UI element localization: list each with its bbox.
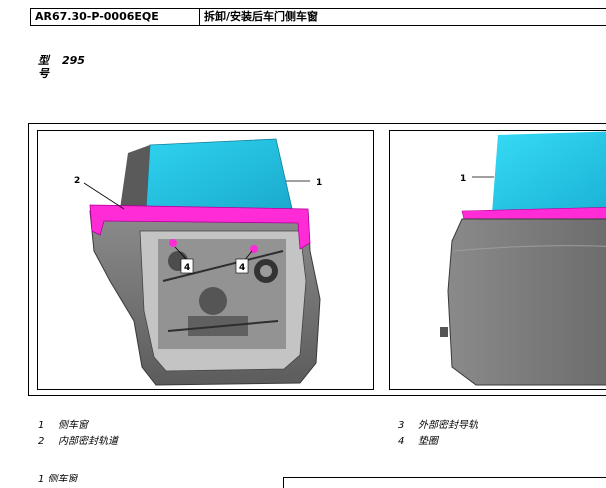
legend-number: 3 <box>398 420 405 431</box>
figure-panel-inner-door: 1 2 4 4 <box>37 130 374 390</box>
legend-number: 2 <box>38 436 45 447</box>
legend-text: 内部密封轨道 <box>58 436 118 447</box>
document-header: AR67.30-P-0006EQE 拆卸/安装后车门侧车窗 <box>30 8 606 26</box>
figure-panel-outer-door: 1 <box>389 130 606 390</box>
door-inner-illustration: 1 2 4 4 <box>74 138 322 386</box>
figure-frame: 1 2 4 4 <box>28 123 606 396</box>
legend-text: 侧车窗 <box>58 420 88 431</box>
document-title: 拆卸/安装后车门侧车窗 <box>204 10 319 23</box>
callout-1: 1 <box>316 178 322 188</box>
callout-1-outer: 1 <box>460 174 466 184</box>
legend-number: 1 <box>38 420 45 431</box>
callout-2: 2 <box>74 176 80 186</box>
document-code: AR67.30-P-0006EQE <box>31 9 200 25</box>
legend-text: 垫圈 <box>418 436 438 447</box>
callout-4-right: 4 <box>239 263 245 273</box>
model-block: 型 号 295 <box>38 54 85 80</box>
legend-number: 4 <box>398 436 405 447</box>
callout-4-left: 4 <box>184 263 190 273</box>
legend-text: 外部密封导轨 <box>418 420 478 431</box>
door-outer-illustration: 1 <box>440 131 606 386</box>
model-label: 型 <box>38 54 49 67</box>
model-label-2: 号 <box>38 67 49 80</box>
model-value: 295 <box>62 54 85 67</box>
footer-step-text: 1 侧车窗 <box>38 474 78 482</box>
footer-table-edge <box>283 477 606 488</box>
